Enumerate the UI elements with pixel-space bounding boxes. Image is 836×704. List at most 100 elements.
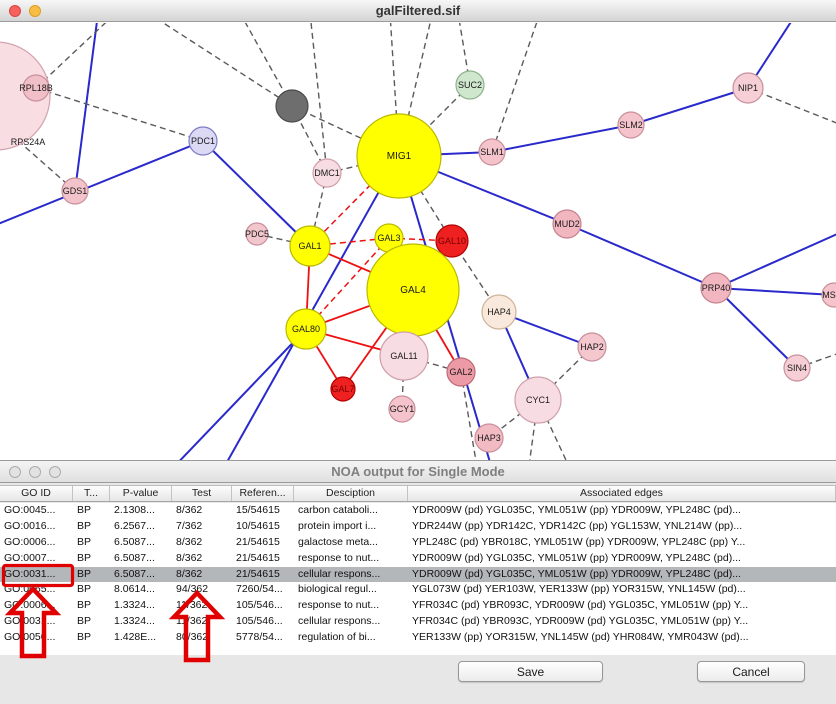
node-hap2[interactable]: HAP2: [577, 332, 607, 362]
cell-reference: 21/54615: [236, 535, 280, 548]
close-button-icon[interactable]: [9, 4, 21, 17]
node-prp40[interactable]: PRP40: [700, 272, 732, 304]
graph-edge-blue[interactable]: [491, 124, 632, 153]
cell-p-value: 8.0614...: [114, 583, 155, 596]
graph-edge-dash[interactable]: [35, 87, 204, 142]
node-gal7[interactable]: GAL7: [330, 376, 356, 402]
cell-description: biological regul...: [298, 583, 377, 596]
node-label: RPL18B: [19, 83, 53, 93]
node-pdc1[interactable]: PDC1: [188, 126, 218, 156]
node-msl1[interactable]: MSL1: [821, 282, 836, 308]
graph-edge-blue[interactable]: [715, 287, 798, 369]
node-cyc1[interactable]: CYC1: [514, 376, 562, 424]
graph-edge-blue[interactable]: [202, 140, 311, 247]
column-header-type[interactable]: T...: [73, 486, 110, 501]
cell-go-id: GO:0031...: [4, 567, 56, 580]
graph-edge-blue[interactable]: [170, 328, 307, 460]
node-hap4[interactable]: HAP4: [481, 294, 517, 330]
graph-edge-dash[interactable]: [460, 371, 478, 460]
graph-edge-blue[interactable]: [74, 23, 100, 192]
node-label: GAL11: [390, 351, 417, 361]
graph-edge-blue[interactable]: [715, 287, 835, 296]
graph-edge-blue[interactable]: [566, 223, 717, 289]
graph-edge-dash[interactable]: [35, 23, 118, 89]
column-header-reference[interactable]: Referen...: [232, 486, 294, 501]
node-gal1[interactable]: GAL1: [289, 225, 331, 267]
graph-edge-blue[interactable]: [747, 23, 800, 89]
node-dmc1[interactable]: DMC1: [312, 158, 342, 188]
node-rps24a[interactable]: RPS24A: [0, 41, 51, 151]
node-label: HAP3: [477, 433, 501, 443]
zoom-button-icon[interactable]: [49, 465, 61, 478]
save-button[interactable]: Save: [458, 661, 603, 682]
column-header-p-value[interactable]: P-value: [110, 486, 172, 501]
node-gal2[interactable]: GAL2: [446, 357, 476, 387]
cell-test: 11/362: [176, 615, 208, 628]
minimize-button-icon[interactable]: [29, 465, 41, 478]
graph-edge-dash[interactable]: [398, 155, 453, 242]
graph-edge-dash[interactable]: [148, 23, 293, 107]
node-gds1[interactable]: GDS1: [61, 177, 89, 205]
node-pdc5[interactable]: PDC5: [245, 222, 269, 246]
cell-p-value: 6.5087...: [114, 535, 155, 548]
minimize-button-icon[interactable]: [29, 4, 41, 17]
node-suc2[interactable]: SUC2: [455, 70, 485, 100]
node-gal10[interactable]: GAL10: [435, 224, 469, 258]
graph-edge-dash[interactable]: [747, 87, 836, 133]
node-unlabeled[interactable]: [275, 89, 309, 123]
graph-edge-blue[interactable]: [715, 223, 836, 289]
node-gal80[interactable]: GAL80: [285, 308, 327, 350]
column-header-go-id[interactable]: GO ID: [0, 486, 73, 501]
cell-test: 11/362: [176, 599, 208, 612]
cell-type: BP: [77, 583, 92, 596]
graph-edge-blue[interactable]: [630, 87, 749, 126]
graph-edge-dash[interactable]: [491, 23, 540, 153]
graph-edge-dash[interactable]: [310, 23, 328, 174]
node-mig1[interactable]: MIG1: [356, 113, 442, 199]
cell-p-value: 1.3324...: [114, 599, 155, 612]
column-header-test[interactable]: Test: [172, 486, 232, 501]
node-hap3[interactable]: HAP3: [474, 423, 504, 453]
node-mud2[interactable]: MUD2: [552, 209, 582, 239]
node-gal4[interactable]: GAL4: [366, 243, 460, 337]
cell-go-id: GO:0016...: [4, 519, 56, 532]
cell-edges: YFR034C (pd) YBR093C, YDR009W (pd) YGL03…: [412, 615, 749, 628]
node-sin4[interactable]: SIN4: [783, 354, 811, 382]
graph-window-title: galFiltered.sif: [375, 3, 461, 18]
node-label: MIG1: [387, 151, 412, 162]
cell-p-value: 2.1308...: [114, 504, 155, 516]
node-label: GAL7: [331, 384, 354, 394]
cancel-button[interactable]: Cancel: [697, 661, 805, 682]
cell-reference: 21/54615: [236, 567, 280, 580]
close-button-icon[interactable]: [9, 465, 21, 478]
node-nip1[interactable]: NIP1: [732, 72, 764, 104]
node-gcy1[interactable]: GCY1: [388, 395, 416, 423]
cell-test: 94/362: [176, 583, 209, 596]
cell-go-id: GO:0045...: [4, 504, 56, 516]
node-slm2[interactable]: SLM2: [617, 111, 645, 139]
button-row: Save Cancel: [0, 661, 836, 683]
graph-edge-blue[interactable]: [0, 140, 204, 228]
node-gal11[interactable]: GAL11: [379, 331, 429, 381]
cell-reference: 105/546...: [236, 615, 283, 628]
cell-go-id: GO:0065...: [4, 583, 56, 596]
column-header-description[interactable]: Desciption: [294, 486, 408, 501]
cell-reference: 105/546...: [236, 599, 283, 612]
column-header-associated-edges[interactable]: Associated edges: [408, 486, 836, 501]
graph-edge-dash[interactable]: [240, 23, 293, 107]
node-rpl18b[interactable]: RPL18B: [19, 74, 53, 102]
node-slm1[interactable]: SLM1: [478, 138, 506, 166]
